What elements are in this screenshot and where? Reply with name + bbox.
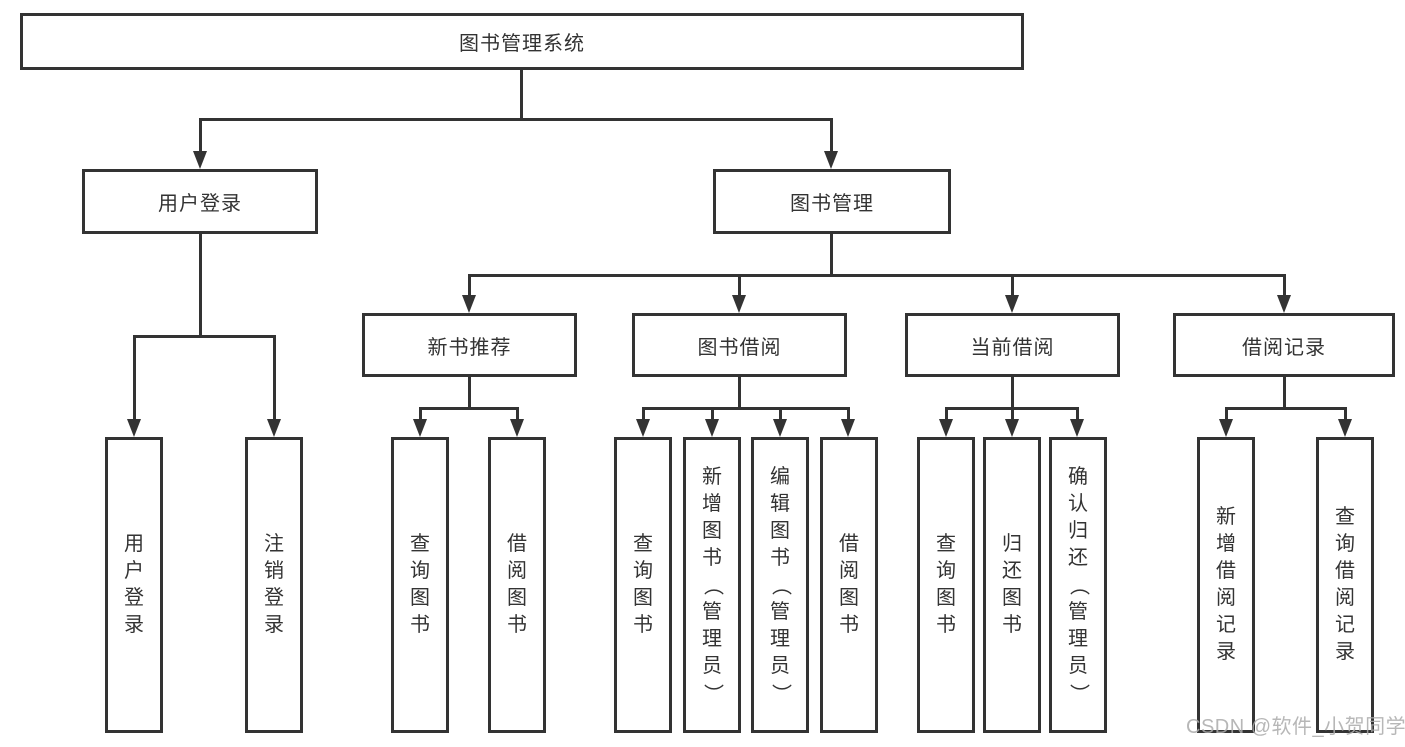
node-current-borrowing: 当前借阅 [905, 313, 1120, 377]
node-label: 新书推荐 [427, 336, 512, 359]
arrow-down-icon [1277, 295, 1291, 313]
arrow-down-icon [1005, 295, 1019, 313]
connector-arrow-stem [738, 274, 741, 296]
connector-borrowing-split [642, 407, 850, 410]
arrow-down-icon [127, 419, 141, 437]
connector-current-stem [1011, 377, 1014, 407]
leaf-label: 新增借阅记录 [1216, 506, 1236, 663]
connector-arrow-stem [1076, 407, 1079, 420]
leaf-user-login: 用户登录 [105, 437, 163, 733]
connector-arrow-stem [133, 335, 136, 420]
leaf-label: 注销登录 [264, 533, 284, 636]
arrow-down-icon [1005, 419, 1019, 437]
connector-arrow-stem [847, 407, 850, 420]
connector-arrow-stem [199, 118, 202, 152]
connector-arrow-stem [1011, 274, 1014, 296]
leaf-label: 用户登录 [124, 533, 144, 636]
node-label: 借阅记录 [1242, 336, 1326, 359]
connector-arrow-stem [711, 407, 714, 420]
leaf-label: 新增图书（管理员） [701, 465, 724, 704]
arrow-down-icon [841, 419, 855, 437]
node-label: 用户登录 [158, 193, 242, 215]
connector-arrow-stem [1225, 407, 1228, 420]
leaf-confirm-return-admin: 确认归还（管理员） [1049, 437, 1107, 733]
arrow-down-icon [773, 419, 787, 437]
leaf-add-borrow-record: 新增借阅记录 [1197, 437, 1255, 733]
node-new-book-recommend: 新书推荐 [362, 313, 577, 377]
node-book-management: 图书管理 [713, 169, 951, 234]
connector-root-stem [520, 70, 523, 120]
leaf-label: 查询图书 [633, 533, 653, 636]
arrow-down-icon [636, 419, 650, 437]
connector-records-stem [1283, 377, 1286, 407]
arrow-down-icon [939, 419, 953, 437]
arrow-down-icon [413, 419, 427, 437]
leaf-label: 归还图书 [1002, 533, 1022, 636]
connector-userlogin-split [133, 335, 276, 338]
leaf-add-books-admin: 新增图书（管理员） [683, 437, 741, 733]
leaf-query-books-borrowing: 查询图书 [614, 437, 672, 733]
arrow-down-icon [1219, 419, 1233, 437]
connector-borrowing-stem [738, 377, 741, 407]
leaf-label: 借阅图书 [839, 533, 859, 636]
node-label: 图书借阅 [697, 336, 782, 359]
connector-arrow-stem [945, 407, 948, 420]
connector-arrow-stem [516, 407, 519, 420]
connector-newrec-split [419, 407, 519, 410]
connector-arrow-stem [830, 118, 833, 152]
arrow-down-icon [705, 419, 719, 437]
leaf-query-books-current: 查询图书 [917, 437, 975, 733]
arrow-down-icon [1338, 419, 1352, 437]
arrow-down-icon [824, 151, 838, 169]
leaf-label: 查询图书 [936, 533, 956, 636]
connector-arrow-stem [779, 407, 782, 420]
leaf-label: 查询借阅记录 [1335, 506, 1355, 663]
node-label: 当前借阅 [970, 336, 1055, 359]
arrow-down-icon [193, 151, 207, 169]
leaf-label: 编辑图书（管理员） [769, 465, 792, 704]
connector-arrow-stem [1344, 407, 1347, 420]
connector-level2-split [200, 118, 833, 121]
connector-arrow-stem [1283, 274, 1286, 296]
leaf-query-borrow-record: 查询借阅记录 [1316, 437, 1374, 733]
leaf-return-books: 归还图书 [983, 437, 1041, 733]
node-root-library-system: 图书管理系统 [20, 13, 1024, 70]
connector-arrow-stem [468, 274, 471, 296]
arrow-down-icon [732, 295, 746, 313]
node-label: 图书管理 [790, 193, 874, 215]
connector-arrow-stem [642, 407, 645, 420]
leaf-label: 查询图书 [410, 533, 430, 636]
leaf-label: 借阅图书 [507, 533, 527, 636]
node-label: 图书管理系统 [459, 33, 585, 55]
arrow-down-icon [510, 419, 524, 437]
connector-arrow-stem [1011, 407, 1014, 420]
leaf-edit-books-admin: 编辑图书（管理员） [751, 437, 809, 733]
node-book-borrowing: 图书借阅 [632, 313, 847, 377]
connector-arrow-stem [419, 407, 422, 420]
arrow-down-icon [1070, 419, 1084, 437]
node-borrowing-records: 借阅记录 [1173, 313, 1395, 377]
leaf-query-books-recommend: 查询图书 [391, 437, 449, 733]
connector-userlogin-stem [199, 234, 202, 335]
connector-records-split [1225, 407, 1346, 410]
connector-bookmgmt-stem [830, 234, 833, 274]
arrow-down-icon [267, 419, 281, 437]
connector-newrec-stem [468, 377, 471, 407]
leaf-label: 确认归还（管理员） [1067, 465, 1090, 704]
arrow-down-icon [462, 295, 476, 313]
leaf-borrow-books-recommend: 借阅图书 [488, 437, 546, 733]
node-user-login: 用户登录 [82, 169, 318, 234]
connector-arrow-stem [273, 335, 276, 420]
leaf-logout: 注销登录 [245, 437, 303, 733]
leaf-borrow-books: 借阅图书 [820, 437, 878, 733]
connector-level3-split [468, 274, 1286, 277]
